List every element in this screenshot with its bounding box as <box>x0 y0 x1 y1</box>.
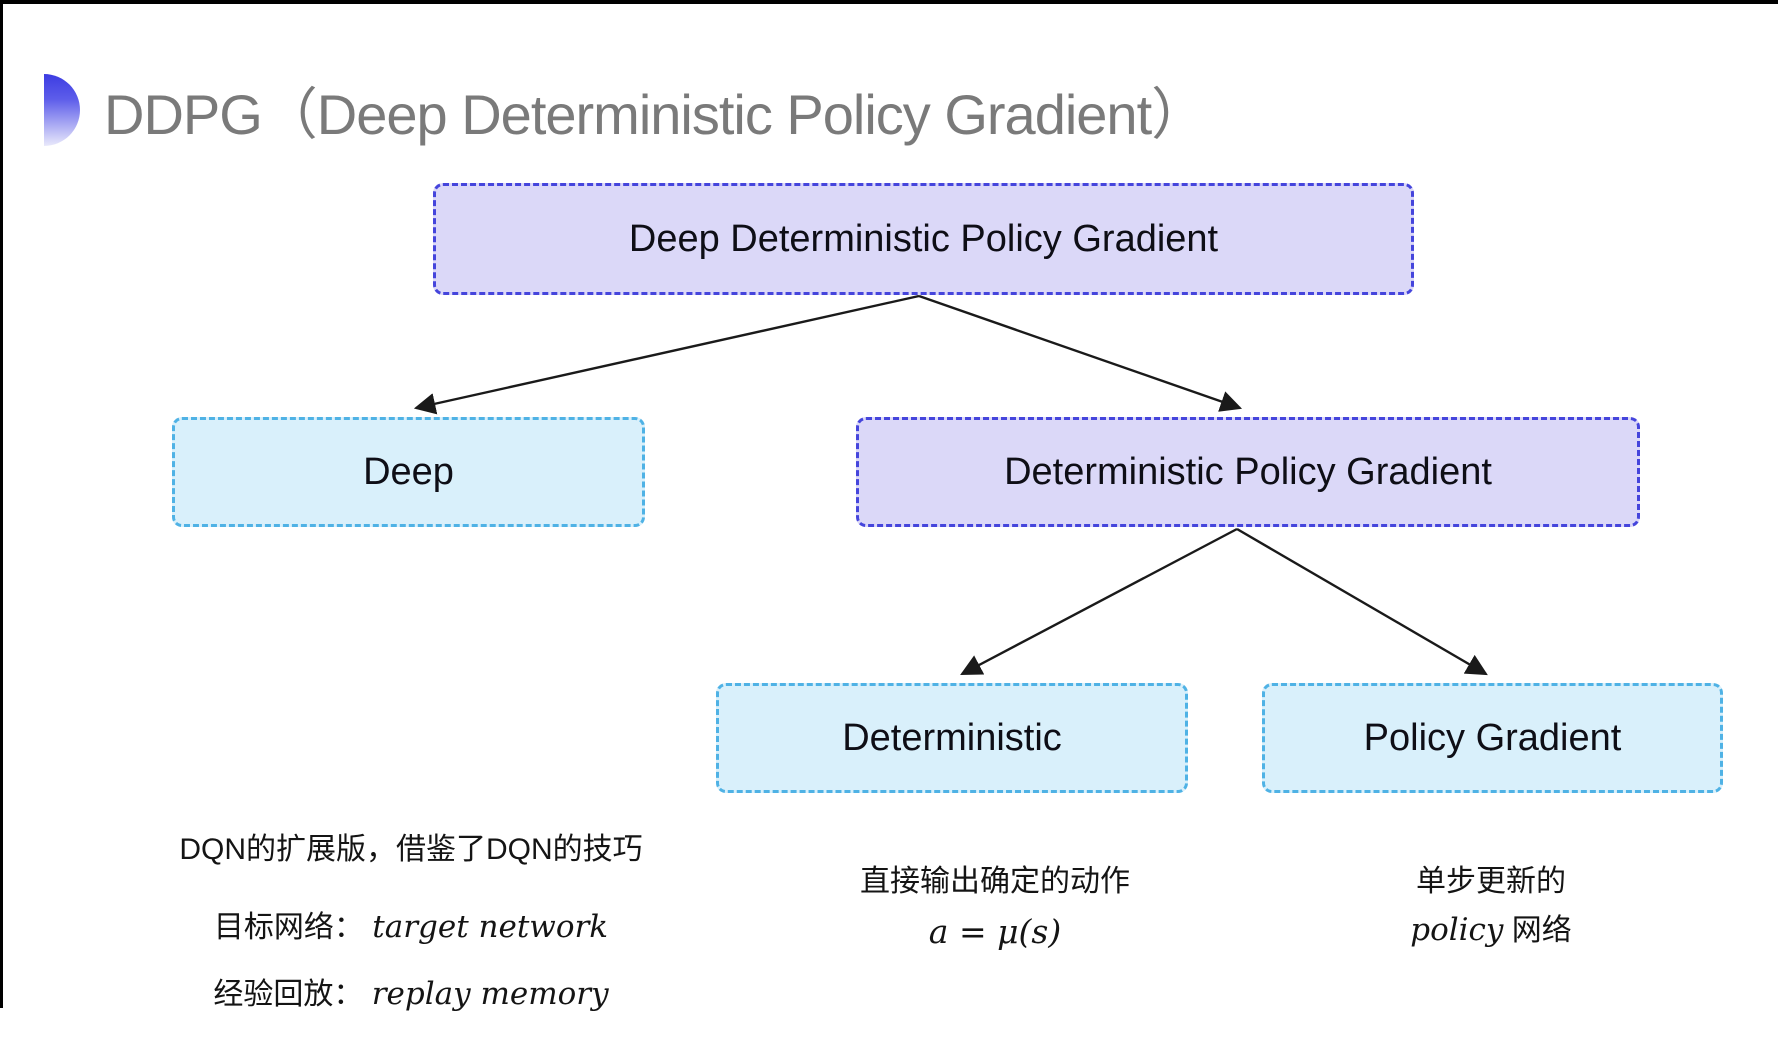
left-edge-line <box>0 0 3 1008</box>
annotation-policy-gradient: 单步更新的 policy 网络 <box>1330 864 1652 951</box>
annotation-pg-line2: policy 网络 <box>1330 910 1652 951</box>
node-policy-gradient: Policy Gradient <box>1262 683 1723 793</box>
annotation-deep-line1: DQN的扩展版，借鉴了DQN的技巧 <box>179 833 643 866</box>
annotation-deep: DQN的扩展版，借鉴了DQN的技巧 目标网络： target network 经… <box>118 832 704 1042</box>
node-deep: Deep <box>172 417 645 527</box>
page-title: DDPG（Deep Deterministic Policy Gradient） <box>104 82 1207 146</box>
arrow-root-to-deep <box>413 294 920 415</box>
annotation-label: 经验回放： <box>213 978 364 1011</box>
node-label: Deep <box>363 450 454 493</box>
annotation-det-line1: 直接输出确定的动作 <box>860 865 1130 898</box>
node-deterministic: Deterministic <box>716 683 1188 793</box>
arrow-dpg-to-deterministic <box>960 527 1238 676</box>
annotation-term: target network <box>372 909 609 945</box>
annotation-deterministic: 直接输出确定的动作 a = μ(s) <box>828 864 1162 952</box>
annotation-deep-line3: 经验回放： replay memory <box>118 975 704 1014</box>
annotation-label: 目标网络： <box>213 911 364 944</box>
node-deterministic-policy-gradient: Deterministic Policy Gradient <box>856 417 1640 527</box>
annotation-term: policy <box>1410 912 1504 948</box>
node-label: Deterministic Policy Gradient <box>1004 450 1492 493</box>
arrow-root-to-dpg <box>918 294 1243 412</box>
annotation-deep-line2: 目标网络： target network <box>118 908 704 947</box>
node-label: Policy Gradient <box>1363 716 1622 759</box>
half-circle-icon <box>44 74 80 146</box>
node-deep-deterministic-policy-gradient: Deep Deterministic Policy Gradient <box>433 183 1414 295</box>
annotation-det-formula: a = μ(s) <box>928 912 1062 951</box>
annotation-term: replay memory <box>371 976 609 1012</box>
annotation-pg-line1: 单步更新的 <box>1416 865 1566 898</box>
slide-header: DDPG（Deep Deterministic Policy Gradient） <box>44 68 1207 152</box>
top-edge-line <box>0 0 1778 4</box>
node-label: Deep Deterministic Policy Gradient <box>628 217 1219 260</box>
annotation-suffix: 网络 <box>1503 914 1572 947</box>
node-label: Deterministic <box>842 716 1062 759</box>
arrow-dpg-to-policy-gradient <box>1236 527 1488 676</box>
